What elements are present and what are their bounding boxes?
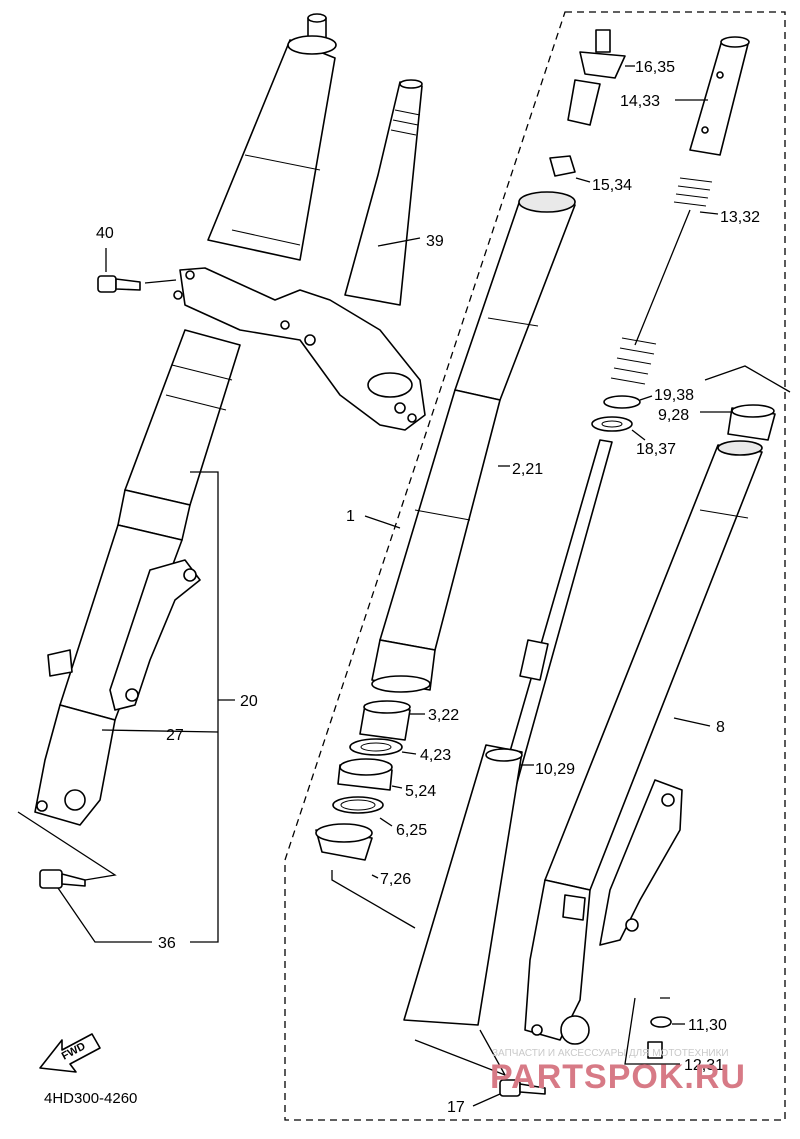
leader-18-37 bbox=[631, 429, 646, 441]
leader-39 bbox=[377, 237, 421, 247]
leader-36-cut bbox=[17, 811, 117, 881]
callout-8: 8 bbox=[716, 719, 725, 736]
leader-4-23 bbox=[401, 751, 417, 755]
assembled-fork bbox=[34, 13, 426, 889]
callout-18-37: 18,37 bbox=[636, 441, 676, 458]
damper-inner-tube-parts bbox=[403, 29, 776, 1097]
callout-40: 40 bbox=[96, 225, 114, 242]
outer-tube-parts bbox=[315, 191, 576, 861]
callout-4-23: 4,23 bbox=[420, 747, 451, 764]
callout-9-28: 9,28 bbox=[658, 407, 689, 424]
leader-20 bbox=[190, 471, 219, 943]
callout-3-22: 3,22 bbox=[428, 707, 459, 724]
fwd-arrow-icon: FWD bbox=[39, 1033, 101, 1073]
leader-36 bbox=[57, 887, 152, 943]
callout-15-34: 15,34 bbox=[592, 177, 632, 194]
leader-40 bbox=[105, 248, 177, 284]
leader-19-38 bbox=[639, 395, 653, 401]
callout-13-32: 13,32 bbox=[720, 209, 760, 226]
leader-8 bbox=[673, 717, 711, 727]
callout-19-38: 19,38 bbox=[654, 387, 694, 404]
spring-axis bbox=[634, 209, 691, 346]
callout-14-33: 14,33 bbox=[620, 93, 660, 110]
callout-1: 1 bbox=[346, 508, 355, 525]
callout-2-21: 2,21 bbox=[512, 461, 543, 478]
leader-axle-cut bbox=[414, 1029, 507, 1077]
callout-20: 20 bbox=[240, 693, 258, 710]
leader-5-24 bbox=[391, 785, 403, 789]
leader-27 bbox=[101, 729, 219, 733]
watermark-tagline: ЗАПЧАСТИ И АКСЕССУАРЫ ДЛЯ МОТОТЕХНИКИ bbox=[492, 1048, 729, 1059]
diagram-code: 4HD300-4260 bbox=[44, 1090, 137, 1107]
leader-12-31 bbox=[624, 997, 680, 1065]
leader-17 bbox=[472, 1093, 501, 1107]
callout-16-35: 16,35 bbox=[635, 59, 675, 76]
leader-9-28 bbox=[700, 365, 791, 413]
leader-13-32 bbox=[699, 211, 719, 215]
callout-17: 17 bbox=[447, 1099, 465, 1116]
callout-39: 39 bbox=[426, 233, 444, 250]
callout-27: 27 bbox=[166, 727, 184, 744]
callout-36: 36 bbox=[158, 935, 176, 952]
leader-7-26 bbox=[331, 870, 416, 929]
callout-7-26: 7,26 bbox=[380, 871, 411, 888]
callout-5-24: 5,24 bbox=[405, 783, 436, 800]
leader-15-34 bbox=[575, 177, 591, 183]
leader-6-25 bbox=[379, 817, 393, 827]
callout-12-31: 12,31 bbox=[684, 1057, 724, 1074]
callout-6-25: 6,25 bbox=[396, 822, 427, 839]
exploded-assembly-outline bbox=[284, 11, 786, 1121]
callout-11-30: 11,30 bbox=[688, 1017, 727, 1034]
callout-10-29: 10,29 bbox=[535, 761, 575, 778]
watermark-logo: PARTSPOK.RU bbox=[490, 1058, 746, 1096]
leader-1 bbox=[364, 515, 401, 529]
